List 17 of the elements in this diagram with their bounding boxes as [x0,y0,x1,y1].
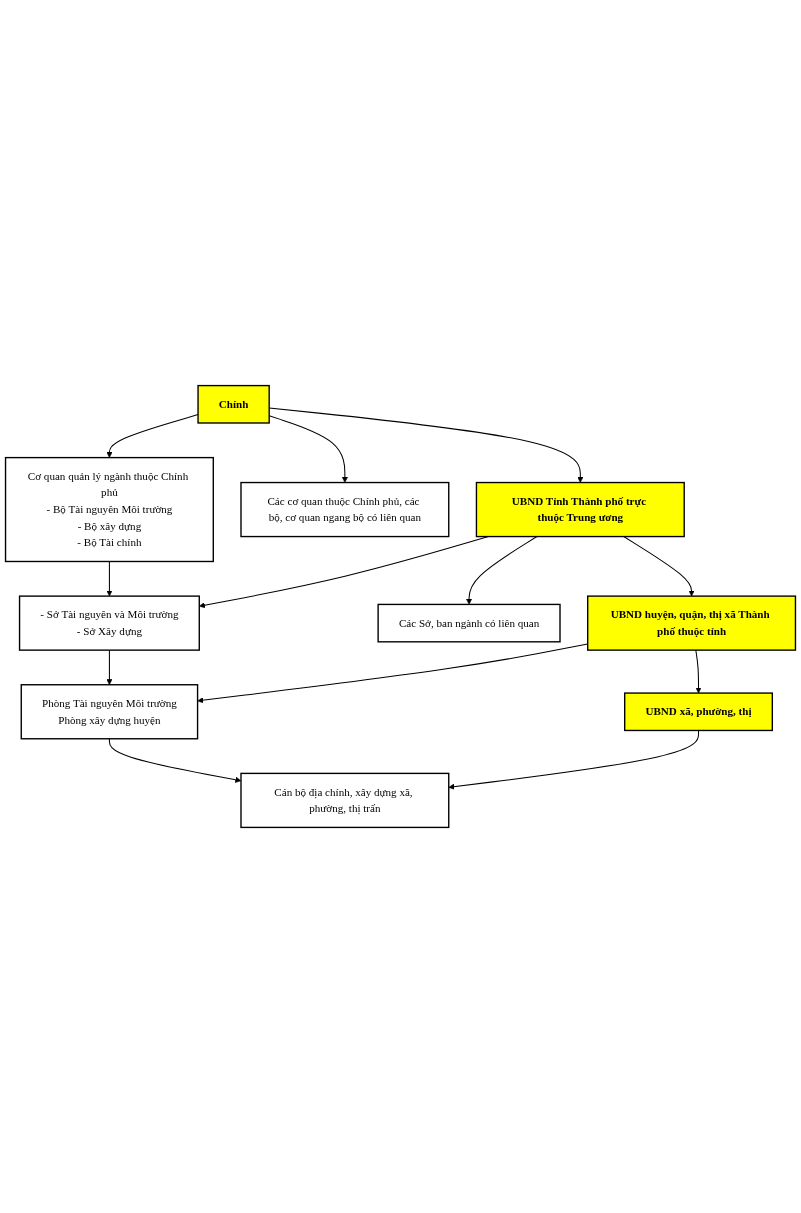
node-box: UBND huyện, quận, thị xã Thành phố thuộc tỉnh [587,595,797,651]
node-box: UBND xã, phường, thị [624,692,773,732]
arrow [466,536,538,605]
node-box: - Sở Tài nguyên và Môi trường - Sở Xây dựng [18,595,200,651]
node-box: UBND Tỉnh Thành phố trực thuộc Trung ương [475,481,685,538]
arrow [448,729,700,790]
node-box: Cơ quan quản lý ngành thuộc Chính phủ - Bộ Tài nguyên Môi trường - Bộ xây dựng - Bộ Tài chính [4,456,214,563]
arrow [623,536,695,597]
node-box: Phòng Tài nguyên Môi trường Phòng xây dựng huyện [20,684,199,740]
node-box: Các cơ quan thuộc Chính phủ, các bộ, cơ quan ngang bộ có liên quan [240,481,450,538]
node-box: Chính [197,384,270,424]
node-box: Các Sở, ban ngành có liên quan [377,603,561,643]
node-box: Cán bộ địa chính, xây dựng xã, phường, thị trấn [240,772,450,829]
arrow [106,649,113,686]
arrow [695,649,702,694]
arrow [106,414,199,458]
arrow [106,560,113,597]
